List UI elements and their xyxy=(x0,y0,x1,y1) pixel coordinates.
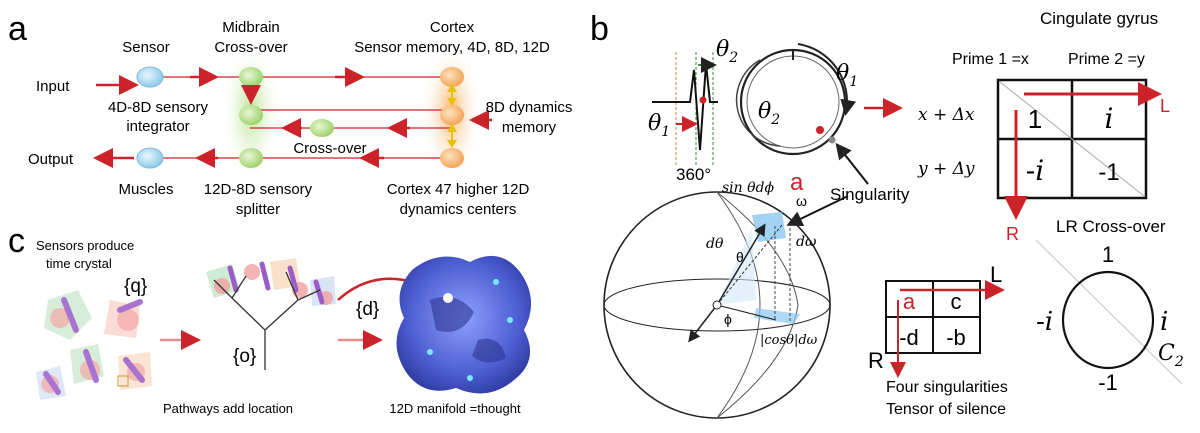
sensor-label: Sensor xyxy=(122,39,170,56)
prime2-label: Prime 2 =y xyxy=(1068,51,1145,68)
theta2-wave: θ2 xyxy=(716,37,738,66)
omega-label: ω xyxy=(796,193,807,209)
panel-a-label: a xyxy=(8,10,27,48)
tensor-b: -b xyxy=(946,325,966,350)
sin-label: sin θdϕ xyxy=(722,180,775,196)
muscles-label: Muscles xyxy=(118,181,173,198)
theta-label: θ xyxy=(736,249,744,265)
midbrain-node-3 xyxy=(239,148,263,168)
deg360-label: 360° xyxy=(676,165,711,184)
L-label: L xyxy=(1160,96,1170,116)
midbrain-label: Midbrain xyxy=(222,19,280,36)
R-label: R xyxy=(1006,224,1019,244)
sensors-label-2: time crystal xyxy=(46,256,112,271)
sphere-a-label: a xyxy=(790,169,804,196)
input-label: Input xyxy=(36,78,70,95)
cortex-node-3 xyxy=(440,148,464,168)
pathways-label: Pathways add location xyxy=(163,401,293,416)
domega-label: dω xyxy=(796,234,817,250)
dynamics-label: 8D dynamics xyxy=(486,99,573,116)
dynamics-label-2: memory xyxy=(502,119,557,136)
phi-label: ϕ xyxy=(724,311,732,327)
output-label: Output xyxy=(28,151,74,168)
waveform xyxy=(652,52,718,165)
c-left: -i xyxy=(1036,307,1053,337)
cingulate-label: Cingulate gyrus xyxy=(1040,9,1158,28)
cell-minus-1: -1 xyxy=(1098,159,1119,186)
theta2-ring: θ2 xyxy=(758,99,780,128)
muscle-node xyxy=(136,147,164,169)
cortex-node-1 xyxy=(440,67,464,87)
tensor-silence-label: Tensor of silence xyxy=(886,401,1006,418)
sensors-label: Sensors produce xyxy=(36,238,134,253)
theta1-ring: θ1 xyxy=(836,61,858,90)
sphere xyxy=(603,191,831,419)
y-row-label: y + Δy xyxy=(917,159,975,179)
panel-b-label: b xyxy=(590,10,609,48)
splitter-label-2: splitter xyxy=(236,201,280,218)
crossover-node xyxy=(310,119,334,137)
theta1-wave: θ1 xyxy=(648,111,670,140)
centers-label: Cortex 47 higher 12D xyxy=(387,181,530,198)
c-bottom: -1 xyxy=(1098,370,1118,395)
prime1-label: Prime 1 =x xyxy=(952,51,1029,68)
cortex-label: Cortex xyxy=(430,19,475,36)
integrator-label-2: integrator xyxy=(126,118,189,135)
cell-1: 1 xyxy=(1028,104,1042,134)
pathway-tree xyxy=(206,258,336,370)
manifold-shape xyxy=(396,255,532,394)
tensor-a: a xyxy=(903,289,916,314)
tensor-L-label: L xyxy=(990,262,1002,287)
singularity-label: Singularity xyxy=(830,185,910,204)
time-crystal-cluster xyxy=(36,290,152,400)
cos-label: |cosθ|dω xyxy=(760,333,818,348)
cell-minus-i: -i xyxy=(1026,154,1044,187)
cortex-node-2 xyxy=(440,105,464,125)
midbrain-node-2 xyxy=(239,105,263,125)
cortex-sub-label: Sensor memory, 4D, 8D, 12D xyxy=(354,39,550,56)
integrator-label: 4D-8D sensory xyxy=(108,99,209,116)
dtheta-label: dθ xyxy=(706,236,724,252)
tensor-R-label: R xyxy=(868,348,884,373)
x-row-label: x + Δx xyxy=(918,105,975,125)
c-top: 1 xyxy=(1102,242,1114,267)
midbrain-label-2: Cross-over xyxy=(214,39,287,56)
panel-c: c Sensors produce time crystal {q} xyxy=(8,222,532,416)
c-right: i xyxy=(1160,307,1168,337)
tensor-d: -d xyxy=(899,325,919,350)
panel-b: b θ2 θ1 360° θ1 θ2 Singularity Cingula xyxy=(590,9,1184,419)
manifold-label: 12D manifold =thought xyxy=(389,401,521,416)
o-label: {o} xyxy=(233,346,256,367)
splitter-label: 12D-8D sensory xyxy=(204,181,313,198)
panel-c-label: c xyxy=(8,222,25,260)
cell-i: i xyxy=(1105,102,1114,135)
midbrain-node-1 xyxy=(239,67,263,87)
crossover-label: Cross-over xyxy=(293,140,366,157)
panel-a: a Sen xyxy=(8,10,572,218)
d-label: {d} xyxy=(356,299,379,320)
lr-crossover-label: LR Cross-over xyxy=(1056,217,1166,236)
tensor-c: c xyxy=(951,289,962,314)
c2-label: C2 xyxy=(1158,341,1184,370)
centers-label-2: dynamics centers xyxy=(400,201,517,218)
sensor-node xyxy=(136,66,164,88)
lr-circle xyxy=(1061,270,1155,370)
crossover-matrix xyxy=(996,78,1148,200)
tensor-grid xyxy=(885,280,981,354)
q-label: {q} xyxy=(124,276,147,297)
four-singularities-label: Four singularities xyxy=(886,379,1008,396)
